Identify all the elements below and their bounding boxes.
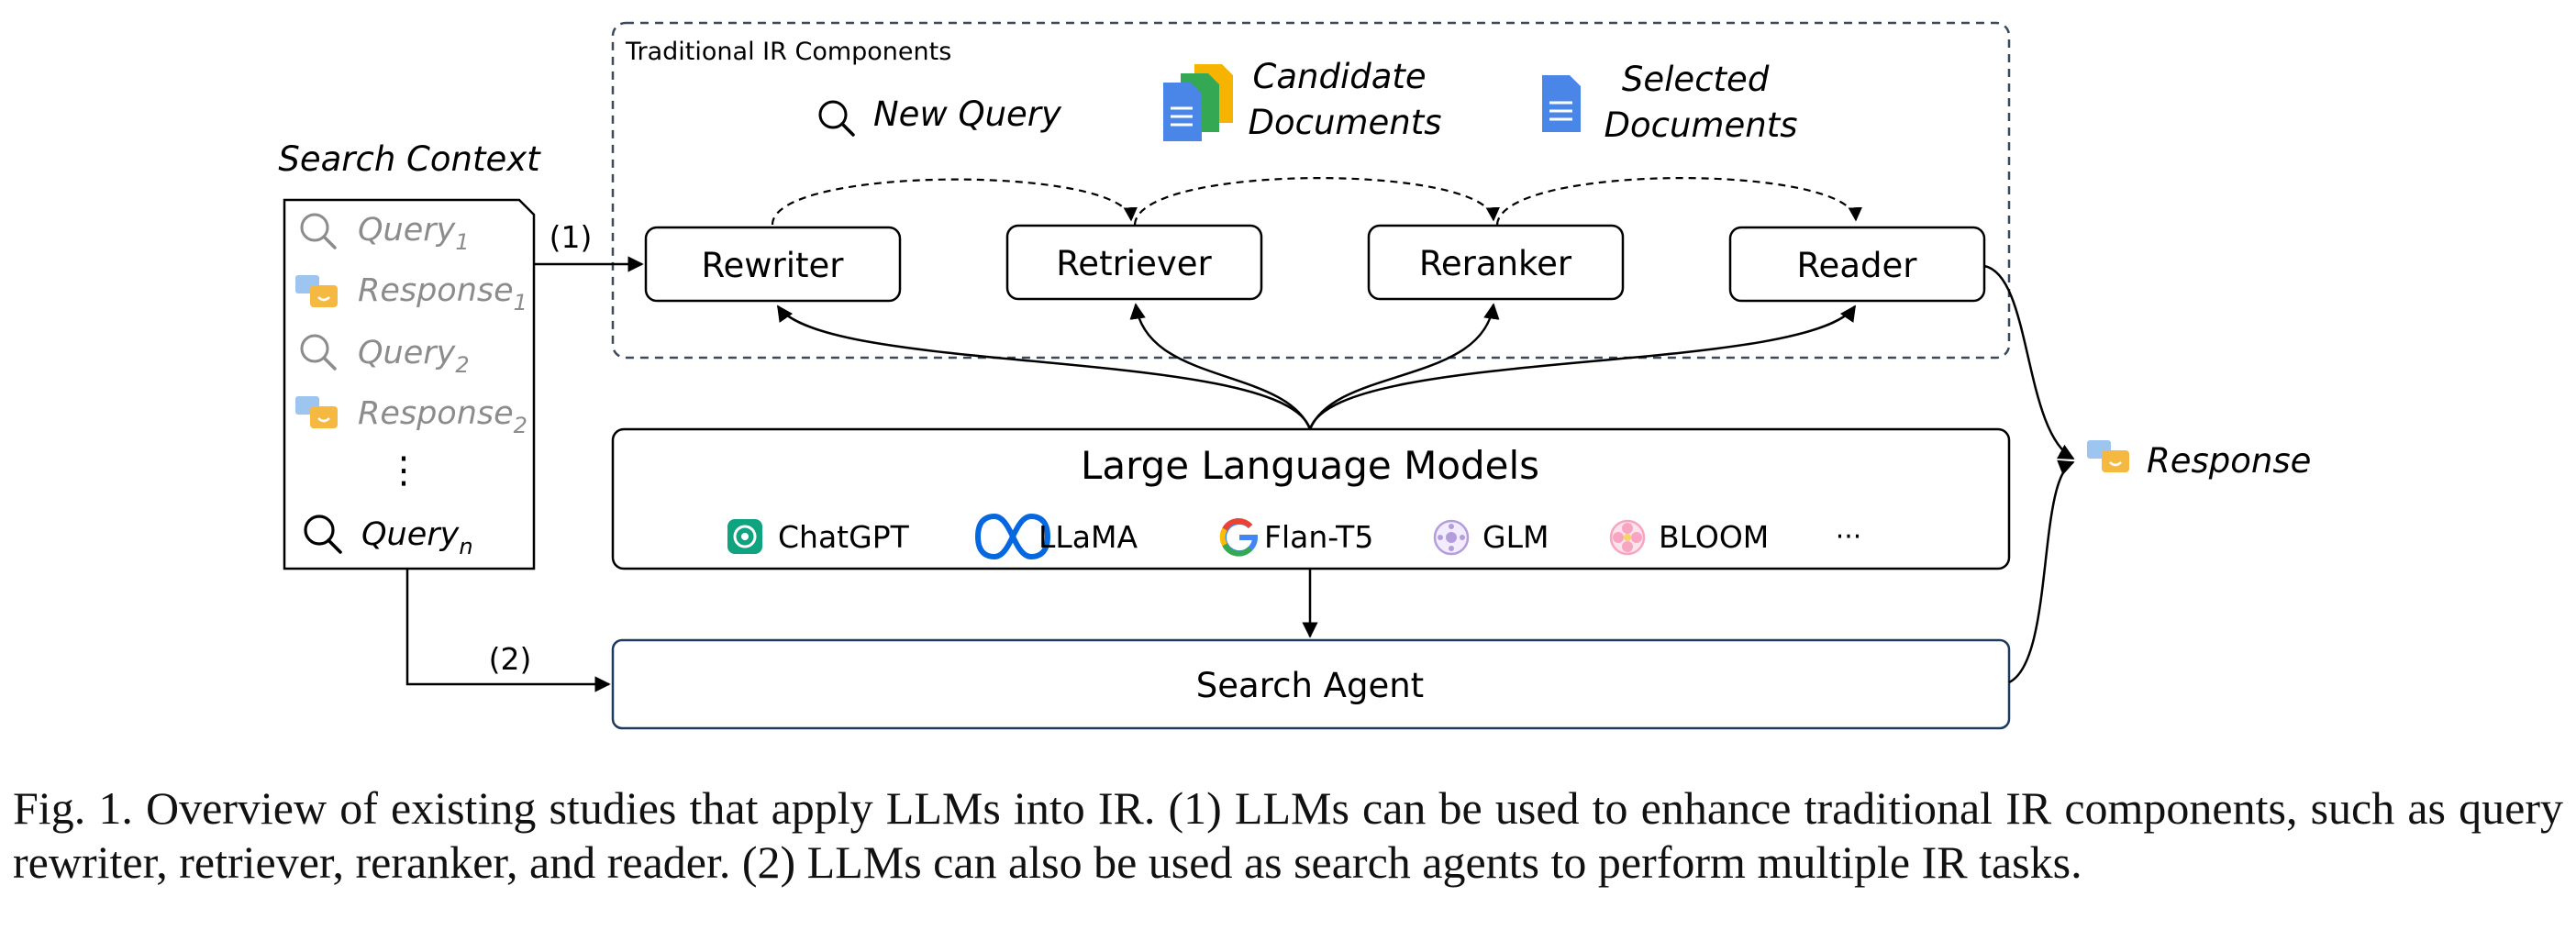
- candidate-documents-icon: [1163, 64, 1233, 141]
- dashed-arc-rewriter-retriever: [771, 178, 1138, 226]
- retriever-label: Retriever: [1056, 244, 1212, 283]
- llm-to-rewriter: [776, 304, 1312, 430]
- selected-document-icon: [1542, 75, 1581, 132]
- search-icon: [304, 515, 342, 554]
- model-chatgpt: ChatGPT: [778, 519, 910, 555]
- search-context-items: Query1 Response1 Query2 Response2 ⋮ Quer: [295, 212, 527, 559]
- search-context-title: Search Context: [278, 139, 541, 179]
- context-item-query-1: Query1: [358, 212, 470, 255]
- model-flan-t5: Flan-T5: [1264, 519, 1373, 555]
- reranker-box: [1367, 224, 1625, 301]
- dashed-arc-reranker-reader: [1495, 177, 1862, 226]
- reader-to-response: [1983, 264, 2075, 460]
- reader-label: Reader: [1797, 246, 1918, 285]
- reranker-label: Reranker: [1419, 244, 1572, 283]
- traditional-ir-group: [611, 21, 2011, 360]
- response-label: Response: [2147, 441, 2311, 481]
- model-bloom: BLOOM: [1659, 519, 1769, 555]
- context-item-response-2: Response2: [358, 395, 527, 438]
- candidate-documents-label: Candidate Documents: [1249, 57, 1442, 142]
- selected-documents-label: Selected Documents: [1604, 60, 1798, 145]
- dashed-arc-retriever-reranker: [1133, 177, 1500, 226]
- search-agent-box: [611, 638, 2011, 730]
- chat-bubbles-icon: [295, 275, 338, 307]
- path-two-label: (2): [489, 641, 532, 677]
- rewriter-box: [644, 226, 902, 303]
- chat-bubbles-icon: [295, 396, 338, 428]
- model-glm: GLM: [1482, 519, 1549, 555]
- path-two-arrow: [405, 569, 611, 692]
- rewriter-label: Rewriter: [701, 246, 844, 285]
- model-more: ···: [1836, 521, 1862, 553]
- figure-caption: Fig. 1. Overview of existing studies tha…: [13, 782, 2575, 888]
- search-agent-label: Search Agent: [1196, 666, 1424, 705]
- search-icon: [300, 334, 337, 371]
- reader-box: [1728, 226, 1986, 303]
- new-query-label: New Query: [873, 94, 1062, 134]
- google-logo-icon: [1219, 518, 1259, 557]
- meta-logo-icon: [974, 513, 1051, 560]
- llm-title: Large Language Models: [1081, 443, 1539, 488]
- glm-logo-icon: [1433, 519, 1470, 556]
- chat-bubbles-icon: [2087, 440, 2129, 472]
- model-llama: LLaMA: [1038, 519, 1138, 555]
- context-item-response-1: Response1: [358, 272, 527, 315]
- bloom-logo-icon: [1609, 519, 1646, 556]
- llm-to-retriever: [1129, 303, 1312, 430]
- agent-to-response: [2008, 459, 2075, 684]
- traditional-ir-label: Traditional IR Components: [625, 38, 951, 66]
- context-item-query-2: Query2: [358, 335, 470, 378]
- retriever-box: [1005, 224, 1263, 301]
- context-item-query-n: Queryn: [361, 516, 473, 559]
- context-item-ellipsis: ⋮: [385, 449, 422, 492]
- search-context-box: [283, 198, 536, 570]
- llm-to-reranker: [1308, 303, 1500, 430]
- search-icon: [300, 213, 337, 249]
- magnifier-icon: [818, 100, 855, 137]
- llm-to-reader: [1308, 304, 1857, 430]
- chatgpt-logo-icon: [727, 519, 762, 554]
- path-one-label: (1): [550, 219, 593, 255]
